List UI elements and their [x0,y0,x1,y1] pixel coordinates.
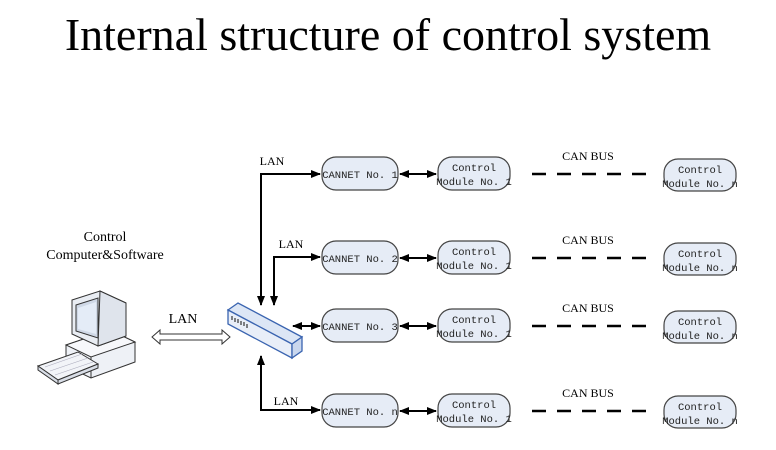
module-label-line1: Control [452,163,496,175]
can-bus-label: CAN BUS [562,233,614,247]
lan-connections [257,170,321,414]
cannet-label: CANNET No. n [322,407,398,419]
module-box[interactable] [437,156,511,191]
cannet-label: CANNET No. 3 [322,322,398,334]
lan-line-2 [270,253,321,306]
lan-line-n [257,355,321,414]
computer-switch-link: LAN [151,312,231,346]
cannet-label: CANNET No. 1 [322,170,398,182]
lan-line-1 [257,170,321,306]
module-label-line2: Module No. n [662,331,738,343]
module-label-line2: Module No. 1 [436,414,512,426]
module-box[interactable] [663,158,737,192]
module-label-line1: Control [452,400,496,412]
cannet-label: CANNET No. 2 [322,254,398,266]
lan-label: LAN [274,394,299,408]
cannet-box[interactable] [321,393,399,428]
can-bus-label: CAN BUS [562,301,614,315]
module-label-line2: Module No. 1 [436,261,512,273]
module-box[interactable] [663,395,737,429]
module-label-line1: Control [678,165,722,177]
module-label-line1: Control [678,317,722,329]
cannet-node[interactable]: CANNET No. 1 [321,156,399,191]
computer-icon [36,290,137,385]
cannet-box[interactable] [321,308,399,343]
module-label-line2: Module No. 1 [436,177,512,189]
cannet-box[interactable] [321,156,399,191]
cannet-node[interactable]: CANNET No. 3 [321,308,399,343]
module-box[interactable] [437,240,511,275]
module-label-line2: Module No. n [662,416,738,428]
cannet-node[interactable]: CANNET No. 2 [321,240,399,275]
lan-label: LAN [260,154,285,168]
module-box[interactable] [437,308,511,343]
module-label-line1: Control [452,315,496,327]
module-label-line1: Control [678,249,722,261]
module-box[interactable] [437,393,511,428]
can-bus-label: CAN BUS [562,386,614,400]
cannet-node[interactable]: CANNET No. n [321,393,399,428]
module-label-line1: Control [452,247,496,259]
module-label-line1: Control [678,402,722,414]
computer-label-line2: Computer&Software [46,248,163,263]
computer-lan-label: LAN [169,312,198,327]
module-box[interactable] [663,310,737,344]
computer-label-line1: Control [84,230,127,245]
diagram-title: Internal structure of control system [65,9,712,60]
module-label-line2: Module No. 1 [436,329,512,341]
module-box[interactable] [663,242,737,276]
module-label-line2: Module No. n [662,263,738,275]
cannet-box[interactable] [321,240,399,275]
network-switch-icon [226,302,304,360]
lan-label: LAN [279,237,304,251]
can-bus-label: CAN BUS [562,149,614,163]
module-label-line2: Module No. n [662,179,738,191]
